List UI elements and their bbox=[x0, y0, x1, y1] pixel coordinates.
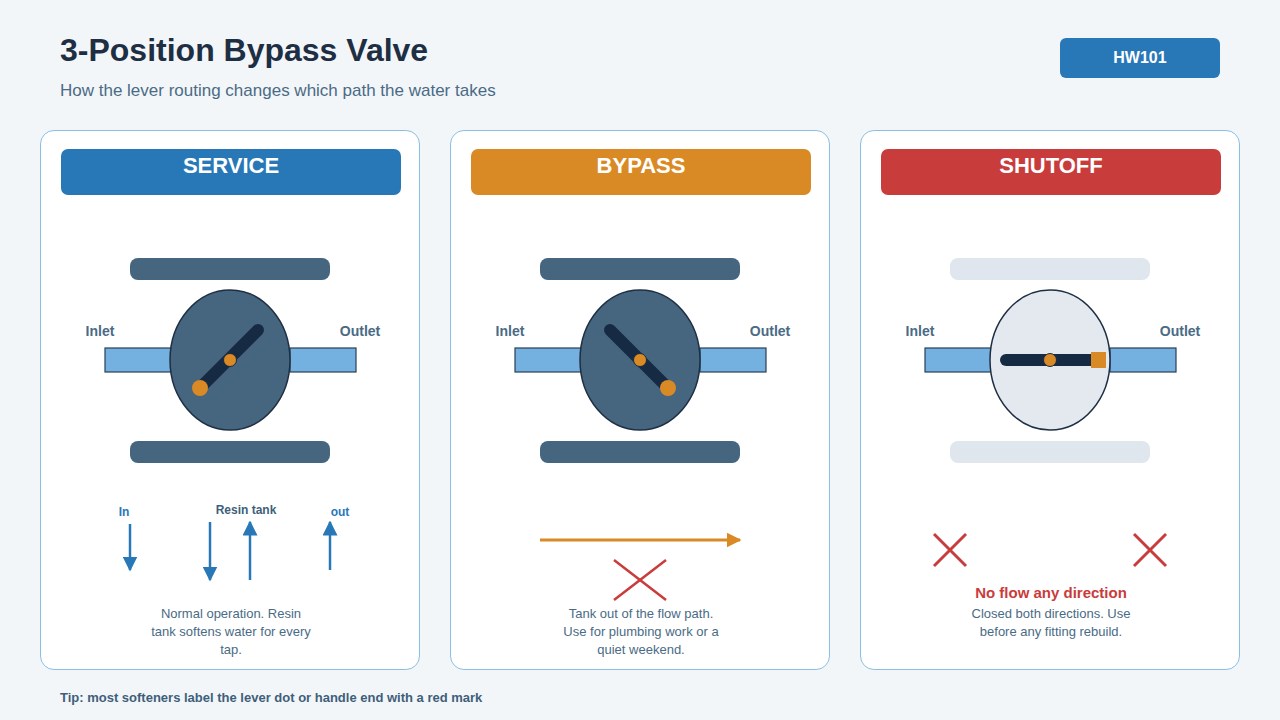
subtitle: How the lever routing changes which path… bbox=[60, 81, 496, 101]
flow-label: In bbox=[119, 505, 130, 519]
mode-header: SERVICE bbox=[61, 149, 401, 195]
node-label: BYPASS bbox=[597, 149, 686, 179]
no-flow-cross-part bbox=[934, 534, 966, 566]
tank-blocked-cross-part bbox=[614, 560, 666, 600]
mode-panel: Normal operation. Resin tank softens wat… bbox=[40, 130, 420, 670]
port-label: Inlet bbox=[496, 323, 525, 339]
valve-service bbox=[105, 258, 356, 463]
port-label: Outlet bbox=[340, 323, 380, 339]
valve-shutoff-part bbox=[1091, 352, 1106, 368]
port-label: Inlet bbox=[906, 323, 935, 339]
flow-label: out bbox=[331, 505, 350, 519]
no-flow-cross-part bbox=[1134, 534, 1166, 566]
page-title: 3-Position Bypass Valve bbox=[60, 32, 428, 69]
panel-body: Tank out of the flow path. Use for plumb… bbox=[557, 605, 725, 659]
footer-tip: Tip: most softeners label the lever dot … bbox=[60, 690, 482, 705]
service-flow-arrows-part bbox=[129, 524, 132, 570]
valve-shutoff-part bbox=[950, 441, 1150, 463]
node-label: SHUTOFF bbox=[999, 149, 1102, 179]
valve-bypass bbox=[515, 258, 766, 463]
valve-shutoff-part bbox=[1006, 354, 1096, 366]
valve-bypass-part bbox=[540, 441, 740, 463]
valve-service-part bbox=[192, 380, 208, 396]
valve-service-part bbox=[290, 348, 356, 372]
status-note: No flow any direction bbox=[901, 584, 1201, 602]
node-label: SERVICE bbox=[183, 149, 279, 179]
panel-body: Closed both directions. Use before any f… bbox=[967, 605, 1135, 641]
valve-bypass-part bbox=[515, 348, 581, 372]
valve-bypass-part bbox=[610, 330, 668, 388]
valve-shutoff-part bbox=[950, 258, 1150, 280]
valve-service-part bbox=[130, 441, 330, 463]
service-flow-arrows-part bbox=[209, 522, 212, 580]
code-badge: HW101 bbox=[1060, 38, 1220, 78]
valve-shutoff-part bbox=[1110, 348, 1176, 372]
port-label: Outlet bbox=[750, 323, 790, 339]
tank-blocked-cross-part bbox=[614, 560, 666, 600]
valve-shutoff bbox=[925, 258, 1176, 463]
tank-blocked-cross bbox=[614, 560, 666, 600]
valve-service-part bbox=[105, 348, 171, 372]
no-flow-cross-part bbox=[934, 534, 966, 566]
valve-bypass-part bbox=[634, 354, 647, 367]
mode-panel: Tank out of the flow path. Use for plumb… bbox=[450, 130, 830, 670]
valve-bypass-part bbox=[540, 258, 740, 280]
valve-service-part bbox=[170, 290, 290, 430]
flow-label: Resin tank bbox=[216, 503, 277, 517]
mode-header: SHUTOFF bbox=[881, 149, 1221, 195]
valve-service-part bbox=[224, 354, 237, 367]
service-flow-arrows bbox=[130, 522, 330, 580]
valve-bypass-part bbox=[580, 290, 700, 430]
panel-body: Normal operation. Resin tank softens wat… bbox=[147, 605, 315, 659]
service-flow-arrows-part bbox=[329, 522, 332, 570]
valve-bypass-part bbox=[700, 348, 766, 372]
valve-shutoff-part bbox=[925, 348, 991, 372]
valve-service-part bbox=[200, 330, 258, 388]
valve-bypass-part bbox=[660, 380, 676, 396]
no-flow-cross bbox=[934, 534, 1166, 566]
port-label: Inlet bbox=[86, 323, 115, 339]
bypass-flow-arrow-part bbox=[540, 539, 740, 542]
valve-service-part bbox=[130, 258, 330, 280]
service-flow-arrows-part bbox=[249, 522, 252, 580]
mode-header: BYPASS bbox=[471, 149, 811, 195]
bypass-flow-arrow bbox=[540, 540, 740, 541]
mode-panel: No flow any directionClosed both directi… bbox=[860, 130, 1240, 670]
node-label: HW101 bbox=[1113, 48, 1166, 67]
valve-shutoff-part bbox=[1044, 354, 1057, 367]
no-flow-cross-part bbox=[1134, 534, 1166, 566]
port-label: Outlet bbox=[1160, 323, 1200, 339]
valve-shutoff-part bbox=[990, 290, 1110, 430]
